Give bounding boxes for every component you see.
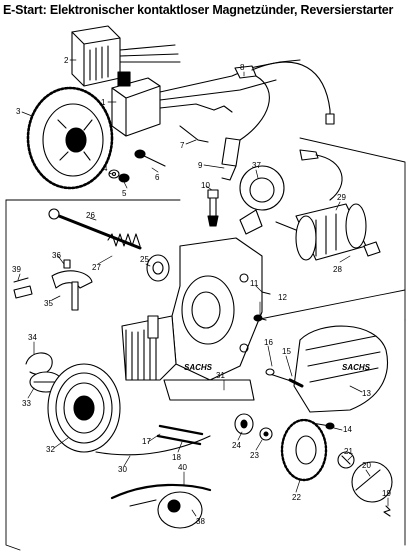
part-number-13: 13	[362, 389, 371, 398]
starter-gear	[363, 241, 381, 257]
part-number-21: 21	[344, 447, 353, 456]
section-dividers	[5, 137, 406, 551]
part-number-15: 15	[282, 347, 291, 356]
part-number-30: 30	[118, 465, 127, 474]
part-number-2: 2	[64, 56, 69, 65]
disc-20	[351, 461, 393, 503]
part-number-35: 35	[44, 299, 53, 308]
part-number-10: 10	[201, 181, 210, 190]
part-number-18: 18	[172, 453, 181, 462]
part-number-33: 33	[22, 399, 31, 408]
part-number-28: 28	[333, 265, 342, 274]
part-number-6: 6	[155, 173, 160, 182]
part-number-31: 31	[216, 371, 225, 380]
part-number-17: 17	[142, 437, 151, 446]
part-number-24: 24	[232, 441, 241, 450]
screws-11-12	[253, 291, 271, 322]
ht-lead	[239, 61, 335, 141]
pawl-35	[51, 270, 93, 311]
ring-gear-22	[280, 418, 328, 482]
bolts-15-16	[265, 368, 304, 388]
electronic-module	[111, 59, 301, 137]
page-title: E-Start: Elektronischer kontaktloser Mag…	[3, 3, 394, 17]
ring-21	[337, 451, 355, 469]
cover-13: SACHS	[293, 325, 388, 413]
part-number-20: 20	[362, 461, 371, 470]
leader-lines	[17, 59, 389, 517]
part-number-25: 25	[140, 255, 149, 264]
bracket-39	[13, 277, 33, 299]
cover-brand-lettering: SACHS	[342, 363, 371, 372]
pins-17-18	[156, 424, 204, 446]
part-number-22: 22	[292, 493, 301, 502]
cable-clip-8	[234, 65, 257, 79]
starter-bracket	[239, 149, 343, 235]
part-number-3: 3	[16, 107, 21, 116]
handle-40	[110, 483, 212, 500]
part-number-16: 16	[264, 338, 273, 347]
screw-6	[134, 149, 166, 167]
part-number-1: 1	[101, 98, 106, 107]
part-number-32: 32	[46, 445, 55, 454]
part-number-40: 40	[178, 463, 187, 472]
part-number-14: 14	[343, 425, 352, 434]
spring-27	[107, 233, 141, 247]
starter-rope-30	[95, 435, 211, 456]
bearing-24	[234, 413, 254, 435]
part-number-38: 38	[196, 517, 205, 526]
part-number-29: 29	[337, 193, 346, 202]
bearing-25	[146, 254, 170, 282]
part-number-26: 26	[86, 211, 95, 220]
ignition-coil-pack	[71, 25, 181, 87]
part-number-37: 37	[252, 161, 261, 170]
crankcase: SACHS	[121, 237, 263, 401]
part-number-labels: 2 1 3 4 5 6 7 8 9 10 37 29 28 26 27 25 3…	[12, 56, 391, 526]
part-number-19: 19	[382, 489, 391, 498]
spring-34	[25, 352, 53, 375]
spring-19	[383, 505, 391, 517]
brand-lettering: SACHS	[184, 363, 213, 372]
clip-36	[63, 259, 71, 269]
part-number-27: 27	[92, 263, 101, 272]
spark-plug	[207, 189, 219, 227]
washer-nut	[108, 169, 130, 183]
flywheel	[26, 86, 114, 190]
spark-plug-cap	[221, 137, 241, 181]
part-number-12: 12	[278, 293, 287, 302]
part-number-8: 8	[240, 63, 245, 72]
grip-38	[129, 491, 203, 529]
rope-pulley	[47, 363, 121, 453]
washer-23	[259, 427, 273, 441]
starter-motor	[295, 203, 367, 261]
part-number-39: 39	[12, 265, 21, 274]
part-number-23: 23	[250, 451, 259, 460]
exploded-parts-diagram: SACHS SACHS	[5, 25, 406, 551]
part-number-7: 7	[180, 141, 185, 150]
part-number-5: 5	[122, 189, 127, 198]
part-number-11: 11	[250, 279, 259, 288]
part-number-36: 36	[52, 251, 61, 260]
part-number-4: 4	[103, 164, 108, 173]
motor-shaft	[275, 221, 297, 231]
cable-7	[179, 105, 233, 143]
part-number-34: 34	[28, 333, 37, 342]
part-number-9: 9	[198, 161, 203, 170]
